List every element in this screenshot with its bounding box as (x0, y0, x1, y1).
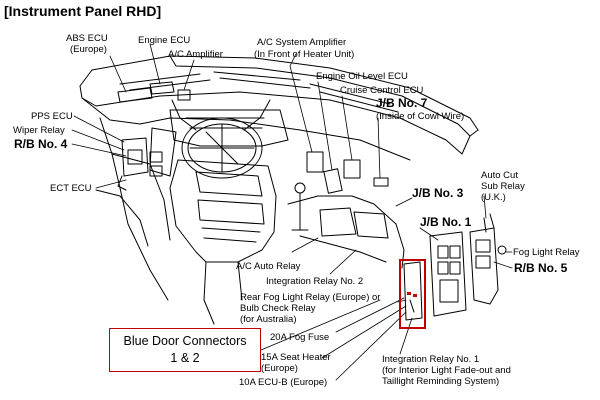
label-ac-system-amplifier-note: (In Front of Heater Unit) (254, 49, 355, 60)
label-rear-fog-line2: Bulb Check Relay (240, 303, 316, 314)
dashboard-outline (79, 55, 479, 161)
label-rear-fog-line3: (for Australia) (240, 314, 297, 325)
label-rb-no4: R/B No. 4 (14, 137, 68, 151)
label-jb-no1: J/B No. 1 (420, 215, 472, 229)
instrument-cluster (169, 109, 289, 147)
label-integration-relay-no1-line3: Taillight Reminding System) (382, 376, 500, 387)
label-fog-light-relay: Fog Light Relay (513, 247, 580, 258)
leader-lines (71, 43, 513, 381)
left-panel (95, 117, 177, 301)
abs-ecu-module (117, 87, 153, 103)
label-10a-ecu-b: 10A ECU-B (Europe) (239, 377, 328, 388)
label-abs-ecu: ABS ECU (66, 33, 108, 44)
jb-no7-module (373, 177, 389, 187)
label-pps-ecu: PPS ECU (31, 111, 73, 122)
steering-wheel (171, 99, 271, 179)
label-jb-no7: J/B No. 7 (376, 96, 428, 110)
callout-line1: Blue Door Connectors (123, 334, 247, 348)
jb-no1-assembly (429, 231, 467, 317)
label-auto-cut-line3: (U.K.) (481, 192, 506, 203)
connector-marker-1 (407, 292, 411, 295)
label-ac-system-amplifier: A/C System Amplifier (257, 37, 347, 48)
label-engine-oil-level-ecu: Engine Oil Level ECU (316, 71, 408, 82)
ac-system-amplifier-module (306, 151, 324, 173)
label-auto-cut-line1: Auto Cut (481, 170, 518, 181)
page-title: [Instrument Panel RHD] (4, 3, 162, 19)
engine-ecu-module (149, 81, 175, 95)
label-jb-no3: J/B No. 3 (412, 186, 464, 200)
label-15a-seat-heater: 15A Seat Heater (261, 352, 331, 363)
label-engine-ecu: Engine ECU (138, 35, 191, 46)
label-wiper-relay: Wiper Relay (13, 125, 65, 136)
label-ac-auto-relay: A/C Auto Relay (236, 261, 301, 272)
label-jb-no7-note: (Inside of Cowl Wire) (376, 111, 465, 122)
rb-no4-assembly (117, 137, 163, 191)
cruise-control-ecu-module (343, 159, 361, 179)
label-ect-ecu: ECT ECU (50, 183, 92, 194)
label-integration-relay-no1-line2: (for Interior Light Fade-out and (382, 365, 511, 376)
label-rear-fog-line1: Rear Fog Light Relay (Europe) or (240, 292, 381, 303)
blue-door-connectors-callout: Blue Door Connectors 1 & 2 (109, 328, 261, 372)
oil-level-ecu-module (323, 168, 343, 194)
label-auto-cut-line2: Sub Relay (481, 181, 525, 192)
callout-line2: 1 & 2 (170, 351, 200, 365)
connector-highlight-box (399, 259, 426, 329)
right-panel (287, 195, 405, 269)
label-ac-amplifier: A/C Amplifier (168, 49, 223, 60)
center-console (169, 159, 309, 325)
label-20a-fog-fuse: 20A Fog Fuse (270, 332, 330, 343)
label-integration-relay-no2: Integration Relay No. 2 (266, 276, 364, 287)
label-integration-relay-no1-line1: Integration Relay No. 1 (382, 354, 480, 365)
label-abs-ecu-note: (Europe) (70, 44, 107, 55)
rb-no5-assembly (469, 213, 507, 305)
blue-door-connectors (403, 261, 423, 321)
label-cruise-control-ecu: Cruise Control ECU (340, 85, 424, 96)
connector-marker-2 (413, 294, 417, 297)
label-15a-seat-heater-note: (Europe) (261, 363, 298, 374)
label-rb-no5: R/B No. 5 (514, 261, 568, 275)
